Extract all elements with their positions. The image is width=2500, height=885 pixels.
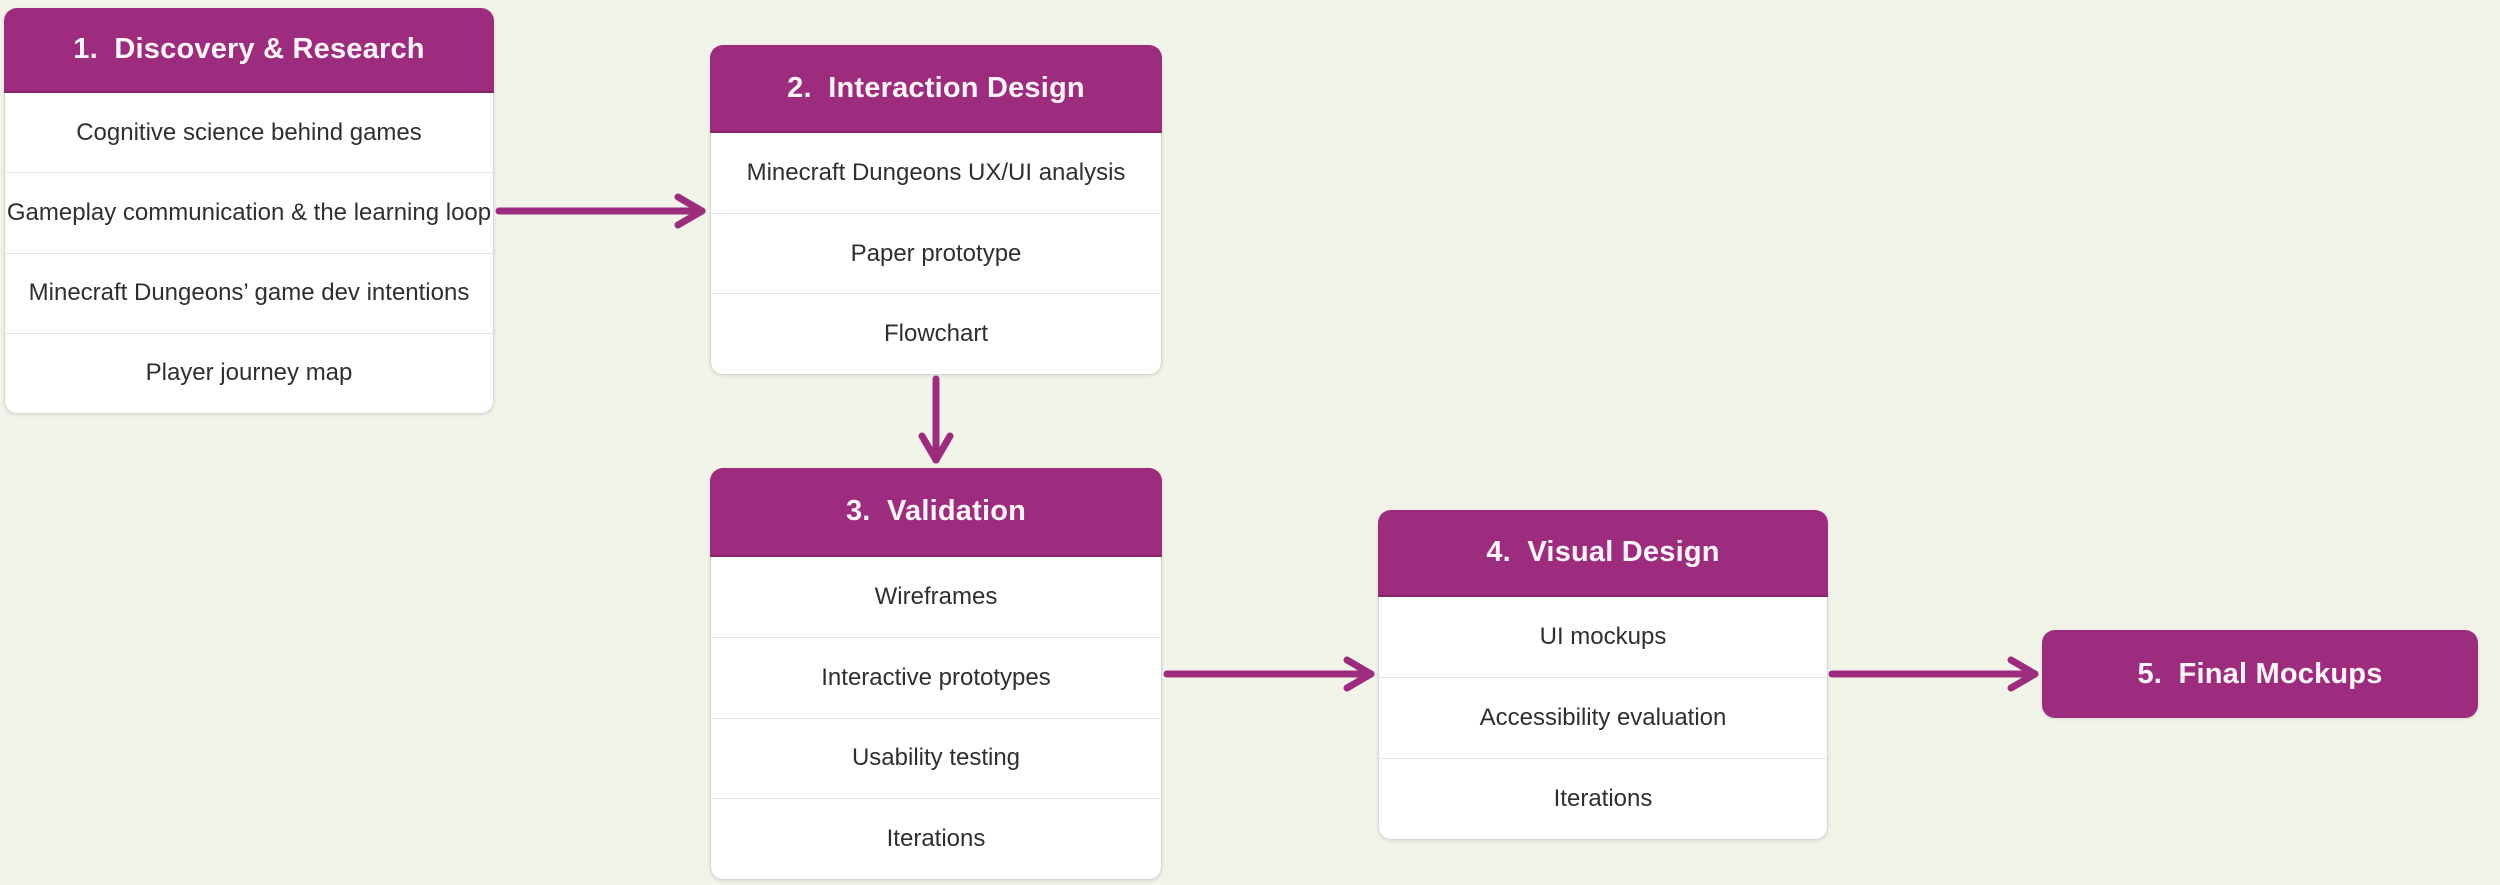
stage-item: Iterations <box>1379 758 1827 839</box>
stage-discovery-research: 1. Discovery & Research Cognitive scienc… <box>4 8 494 414</box>
stage-item: Gameplay communication & the learning lo… <box>5 172 493 252</box>
stage-title: 5. Final Mockups <box>2137 657 2383 690</box>
stage-item: Player journey map <box>5 332 493 413</box>
stage-visual-design: 4. Visual Design UI mockups Accessibilit… <box>1378 510 1828 840</box>
stage-validation: 3. Validation Wireframes Interactive pro… <box>710 468 1162 880</box>
stage-item: Interactive prototypes <box>711 636 1161 718</box>
stage-item: UI mockups <box>1539 623 1667 650</box>
stage-item: Usability testing <box>711 717 1161 799</box>
stage-validation-body: Wireframes Interactive prototypes Usabil… <box>710 557 1162 880</box>
stage-item: Wireframes <box>874 582 998 610</box>
stage-title: 3. Validation <box>845 495 1027 527</box>
stage-item: Flowchart <box>711 293 1161 374</box>
stage-item: Minecraft Dungeons’ game dev intentions <box>5 252 493 333</box>
stage-final-mockups-header: 5. Final Mockups <box>2042 630 2478 718</box>
stage-item: Paper prototype <box>711 212 1161 294</box>
stage-discovery-research-header: 1. Discovery & Research <box>4 8 494 93</box>
stage-visual-design-header: 4. Visual Design <box>1378 510 1828 597</box>
stage-title: 1. Discovery & Research <box>73 33 425 65</box>
stage-title: 4. Visual Design <box>1486 536 1720 568</box>
stage-title: 2. Interaction Design <box>787 71 1085 104</box>
stage-discovery-research-body: Cognitive science behind games Gameplay … <box>4 93 494 414</box>
stage-item: Accessibility evaluation <box>1379 677 1827 758</box>
stage-interaction-design: 2. Interaction Design Minecraft Dungeons… <box>710 45 1162 375</box>
stage-interaction-design-header: 2. Interaction Design <box>710 45 1162 133</box>
stage-visual-design-body: UI mockups Accessibility evaluation Iter… <box>1378 597 1828 840</box>
stage-item: Iterations <box>711 798 1161 879</box>
stage-item: Minecraft Dungeons UX/UI analysis <box>746 158 1126 186</box>
stage-validation-header: 3. Validation <box>710 468 1162 557</box>
stage-item: Cognitive science behind games <box>76 118 422 146</box>
stage-final-mockups: 5. Final Mockups <box>2042 630 2478 718</box>
stage-interaction-design-body: Minecraft Dungeons UX/UI analysis Paper … <box>710 133 1162 375</box>
